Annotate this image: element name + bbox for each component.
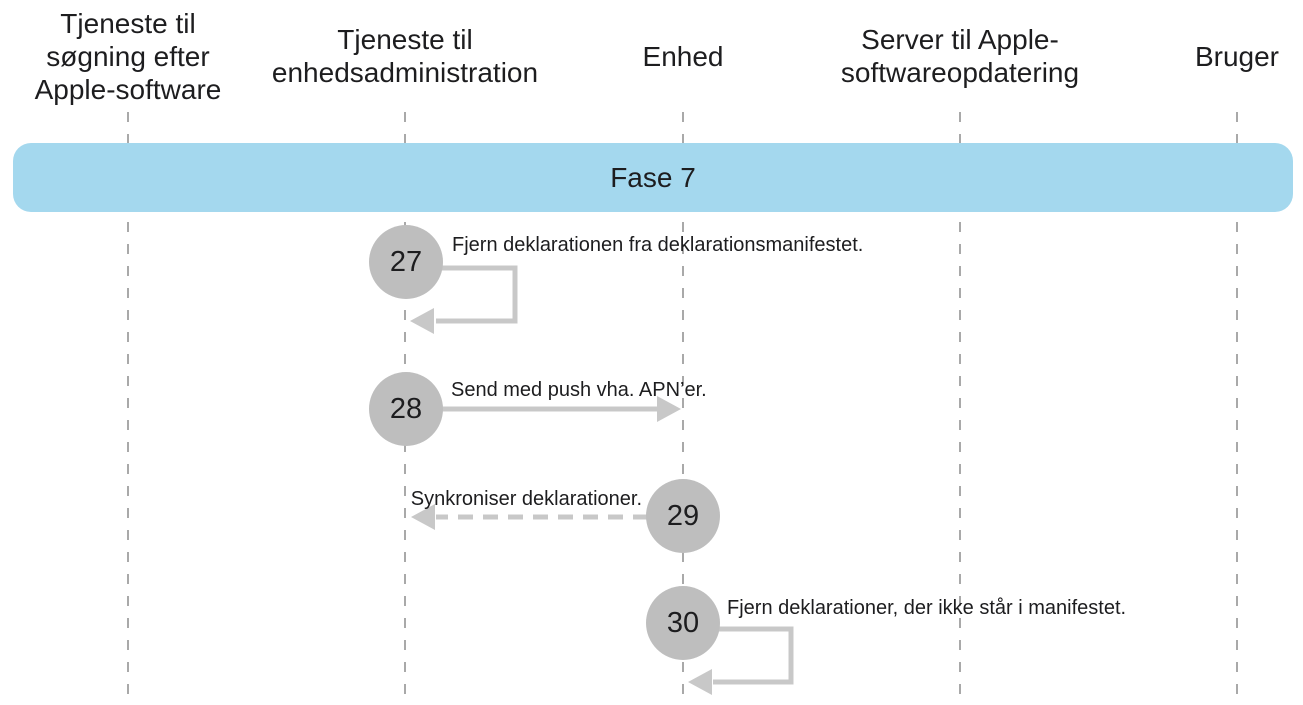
- step-29-number: 29: [666, 499, 700, 532]
- step-30-label: Fjern deklarationer, der ikke står i man…: [727, 597, 1127, 619]
- step-28-label: Send med push vha. APN’er.: [451, 379, 707, 401]
- step-27-self-loop-arrow: [436, 265, 518, 324]
- lifeline-device: [682, 112, 684, 705]
- lane-header-label: Tjeneste til søgning efter Apple-softwar…: [34, 7, 222, 105]
- step-30-number: 30: [666, 606, 700, 639]
- phase-banner: Fase 7: [13, 143, 1293, 212]
- step-29-label: Synkroniser deklarationer.: [410, 488, 642, 510]
- step-27-arrowhead-icon: [410, 308, 434, 334]
- lane-header-label: Server til Apple-softwareopdatering: [840, 24, 1080, 88]
- lifeline-user: [1236, 112, 1238, 705]
- lane-header-apple-software-update-server: Server til Apple-softwareopdatering: [775, 0, 1145, 112]
- lane-header-label: Enhed: [642, 40, 724, 72]
- step-27-label: Fjern deklarationen fra deklarationsmani…: [452, 234, 864, 256]
- lane-header-device: Enhed: [583, 0, 783, 112]
- step-30-self-loop-arrow: [713, 626, 794, 685]
- lane-header-label: Bruger: [1194, 40, 1280, 72]
- lifeline-apple-software-lookup-service: [127, 112, 129, 705]
- step-28-circle: 28: [369, 372, 443, 446]
- lane-header-device-management-service: Tjeneste til enhedsadministration: [250, 0, 560, 112]
- lane-header-apple-software-lookup-service: Tjeneste til søgning efter Apple-softwar…: [18, 0, 238, 112]
- step-30-circle: 30: [646, 586, 720, 660]
- step-27-number: 27: [389, 245, 423, 278]
- step-29-circle: 29: [646, 479, 720, 553]
- phase-banner-label: Fase 7: [610, 161, 696, 193]
- lane-header-label: Tjeneste til enhedsadministration: [271, 24, 539, 88]
- step-28-number: 28: [389, 392, 423, 425]
- step-30-arrowhead-icon: [688, 669, 712, 695]
- lane-header-user: Bruger: [1157, 0, 1303, 112]
- lifeline-apple-software-update-server: [959, 112, 961, 705]
- step-27-circle: 27: [369, 225, 443, 299]
